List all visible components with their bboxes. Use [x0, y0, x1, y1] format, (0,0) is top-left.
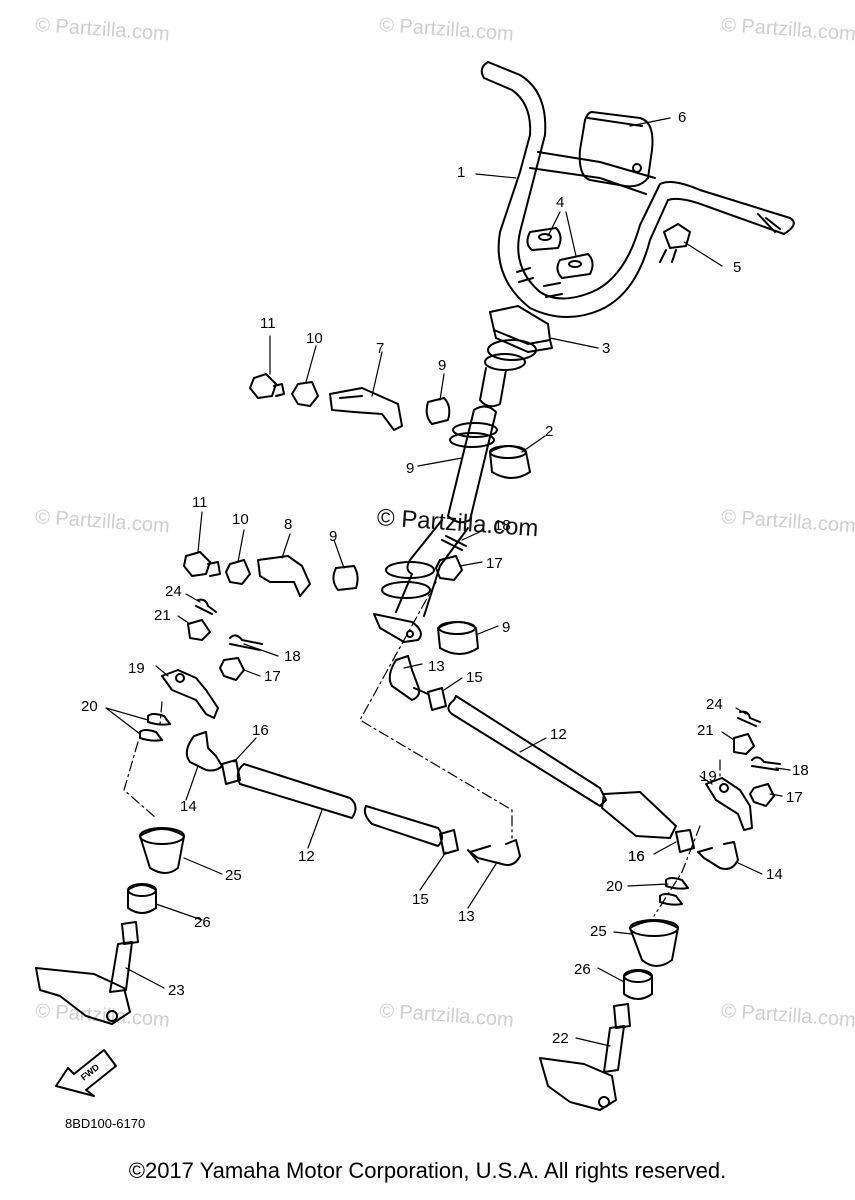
cotter-pin-part-18 [229, 535, 781, 771]
callout-label: 26 [194, 914, 211, 931]
callout-label: 14 [180, 798, 197, 815]
callout-label: 8 [284, 516, 293, 533]
knuckle-part-23 [35, 921, 139, 1025]
callout-label: 14 [766, 866, 783, 883]
callout-label: 9 [438, 357, 447, 374]
callout-label: 18 [792, 762, 809, 779]
callout-label: 25 [225, 867, 242, 884]
assembly-lines [123, 581, 721, 917]
callout-label: 22 [552, 1030, 569, 1047]
pitman-arm-part-19 [161, 669, 753, 831]
bushing-part-26 [127, 883, 653, 1000]
locknut-part-15 [427, 687, 459, 855]
fwd-arrow-icon [55, 1049, 117, 1097]
callout-label: 12 [550, 726, 567, 743]
column-head-part-3 [479, 305, 553, 408]
callout-label: 15 [466, 669, 483, 686]
tie-rod-part-12 [236, 695, 677, 847]
callout-label: 17 [486, 555, 503, 572]
svg-text:FWD: FWD [79, 1062, 102, 1083]
handlebar-part-1 [480, 61, 795, 319]
callout-label: 24 [165, 583, 182, 600]
callout-label: 7 [376, 340, 385, 357]
callout-label: 17 [264, 668, 281, 685]
callout-label: 9 [406, 460, 415, 477]
callout-label: 2 [545, 423, 554, 440]
callout-label: 10 [232, 511, 249, 528]
callout-label: 17 [786, 789, 803, 806]
nut-part-21 [187, 619, 755, 755]
callout-label: 20 [606, 878, 623, 895]
holder-part-7 [329, 387, 403, 431]
locknut-part-16 [221, 759, 695, 853]
bushing-part-25 [139, 827, 679, 967]
callout-label: 20 [81, 698, 98, 715]
callout-label: 26 [574, 961, 591, 978]
callout-label: 23 [168, 982, 185, 999]
callout-label: 11 [192, 494, 208, 511]
nut-part-17 [219, 555, 775, 807]
copyright-notice: ©2017 Yamaha Motor Corporation, U.S.A. A… [128, 1158, 727, 1183]
collar-part-9 [332, 397, 531, 655]
diagram-code: 8BD100-6170 [65, 1116, 146, 1131]
callout-label: 13 [458, 908, 475, 925]
callout-label: 16 [628, 848, 645, 865]
nut-part-10 [225, 381, 319, 585]
callout-label: 16 [252, 722, 269, 739]
callout-label: 4 [556, 194, 565, 211]
steering-column-part-2 [373, 405, 498, 643]
bolt-part-11 [183, 373, 285, 577]
holder-part-8 [257, 555, 311, 597]
callout-label: 18 [494, 517, 511, 534]
upper-clamp-part-4 [526, 227, 594, 279]
tie-rod-end-part-13 [388, 655, 521, 866]
callout-label: 18 [284, 648, 301, 665]
clip-part-20 [139, 713, 689, 906]
callout-label: 9 [329, 528, 338, 545]
callout-label: 1 [457, 164, 466, 181]
callout-label: 10 [306, 330, 323, 347]
knuckle-part-22 [539, 1003, 631, 1111]
callout-label: 13 [428, 658, 445, 675]
callout-label: 15 [412, 891, 429, 908]
handlebar-pad-part-6 [578, 111, 654, 188]
callout-label: 24 [706, 696, 723, 713]
callout-label: 11 [260, 315, 276, 332]
callout-label: 16 [628, 848, 645, 865]
bolt-part-5 [659, 223, 691, 263]
callout-label: 3 [602, 340, 611, 357]
callout-label: 5 [733, 259, 742, 276]
callout-label: 6 [678, 109, 687, 126]
callout-label: 9 [502, 619, 511, 636]
callout-label: 21 [697, 722, 714, 739]
callout-label: 19 [128, 660, 145, 677]
callout-label: 21 [154, 607, 171, 624]
leader-lines [105, 117, 791, 1047]
callout-label: 19 [700, 768, 717, 785]
callout-label: 12 [298, 848, 315, 865]
callout-label: 25 [590, 923, 607, 940]
